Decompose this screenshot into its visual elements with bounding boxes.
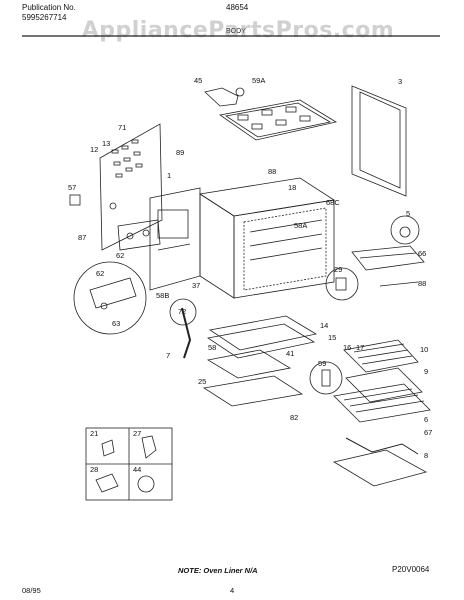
detail-circle-left — [73, 261, 147, 335]
broil-element-part — [351, 245, 425, 271]
callout-5: 5 — [406, 209, 410, 218]
gas-valve-part — [204, 87, 245, 107]
pan-insert-part — [345, 367, 423, 403]
legend-21-icon — [101, 439, 115, 457]
callout-21: 21 — [90, 429, 98, 438]
label-plate-part — [69, 194, 81, 206]
broiler-pan-part — [343, 339, 419, 373]
door-frame-part — [351, 85, 407, 197]
callout-18: 18 — [288, 183, 296, 192]
panel-82-part — [202, 375, 304, 407]
callout-89: 89 — [176, 148, 184, 157]
lower-liner-part — [208, 315, 318, 351]
callout-67: 67 — [424, 428, 432, 437]
callout-27: 27 — [133, 429, 141, 438]
callout-88-top: 88 — [268, 167, 276, 176]
callout-41: 41 — [286, 349, 294, 358]
callout-59: 59 — [318, 359, 326, 368]
footer-date: 08/95 — [22, 586, 41, 595]
oven-liner-note: NOTE: Oven Liner N/A — [178, 566, 258, 575]
callout-59A: 59A — [252, 76, 265, 85]
callout-3: 3 — [398, 77, 402, 86]
callout-14: 14 — [320, 321, 328, 330]
publication-label: Publication No. — [22, 3, 76, 12]
callout-7: 7 — [166, 351, 170, 360]
callout-16: 16 — [343, 343, 351, 352]
panel-25-part — [206, 349, 292, 379]
section-title: BODY — [226, 28, 246, 35]
callout-62-detail: 62 — [96, 269, 104, 278]
bottom-panel-part — [332, 449, 428, 487]
bracket-part — [117, 219, 161, 251]
igniter-part — [379, 281, 419, 287]
model-number: 48654 — [226, 3, 249, 12]
callout-10: 10 — [420, 345, 428, 354]
callout-13: 13 — [102, 139, 110, 148]
callout-58B: 58B — [156, 291, 169, 300]
legend-28-icon — [95, 473, 119, 493]
callout-68C: 68C — [326, 198, 340, 207]
callout-9: 9 — [424, 367, 428, 376]
callout-29: 29 — [334, 265, 342, 274]
callout-8: 8 — [424, 451, 428, 460]
callout-44: 44 — [133, 465, 141, 474]
callout-88-bottom: 88 — [418, 279, 426, 288]
callout-57: 57 — [68, 183, 76, 192]
callout-45: 45 — [194, 76, 202, 85]
callout-63: 63 — [112, 319, 120, 328]
callout-25: 25 — [198, 377, 206, 386]
callout-6: 6 — [424, 415, 428, 424]
callout-66: 66 — [418, 249, 426, 258]
legend-27-icon — [141, 435, 157, 459]
callout-37: 37 — [192, 281, 200, 290]
detail-circle-59 — [309, 361, 343, 395]
oven-body-part — [198, 177, 336, 299]
hinge-part — [181, 307, 192, 359]
burner-cover-part — [218, 99, 338, 141]
publication-number: 5995267714 — [22, 13, 67, 22]
legend-44-icon — [137, 475, 155, 493]
back-panel-part — [99, 123, 163, 251]
callout-15: 15 — [328, 333, 336, 342]
callout-87: 87 — [78, 233, 86, 242]
side-assembly-part — [149, 187, 201, 291]
oven-rack-part — [333, 383, 431, 423]
liner-part — [206, 323, 316, 359]
diagram-code: P20V0064 — [392, 565, 430, 574]
callout-82: 82 — [290, 413, 298, 422]
callout-28: 28 — [90, 465, 98, 474]
callout-1: 1 — [167, 171, 171, 180]
callout-17: 17 — [356, 343, 364, 352]
callout-12: 12 — [90, 145, 98, 154]
bake-element-part — [345, 437, 419, 455]
legend-grid — [85, 427, 173, 501]
callout-58A: 58A — [294, 221, 307, 230]
callout-58: 58 — [208, 343, 216, 352]
watermark: AppliancePartsPros.com — [81, 18, 395, 43]
callout-71: 71 — [118, 123, 126, 132]
callout-62-top: 62 — [116, 251, 124, 260]
detail-circle-72 — [169, 298, 197, 326]
page-number: 4 — [230, 586, 235, 595]
detail-circle-29 — [325, 267, 359, 301]
detail-circle-5 — [390, 215, 420, 245]
callout-72: 72 — [178, 307, 186, 316]
